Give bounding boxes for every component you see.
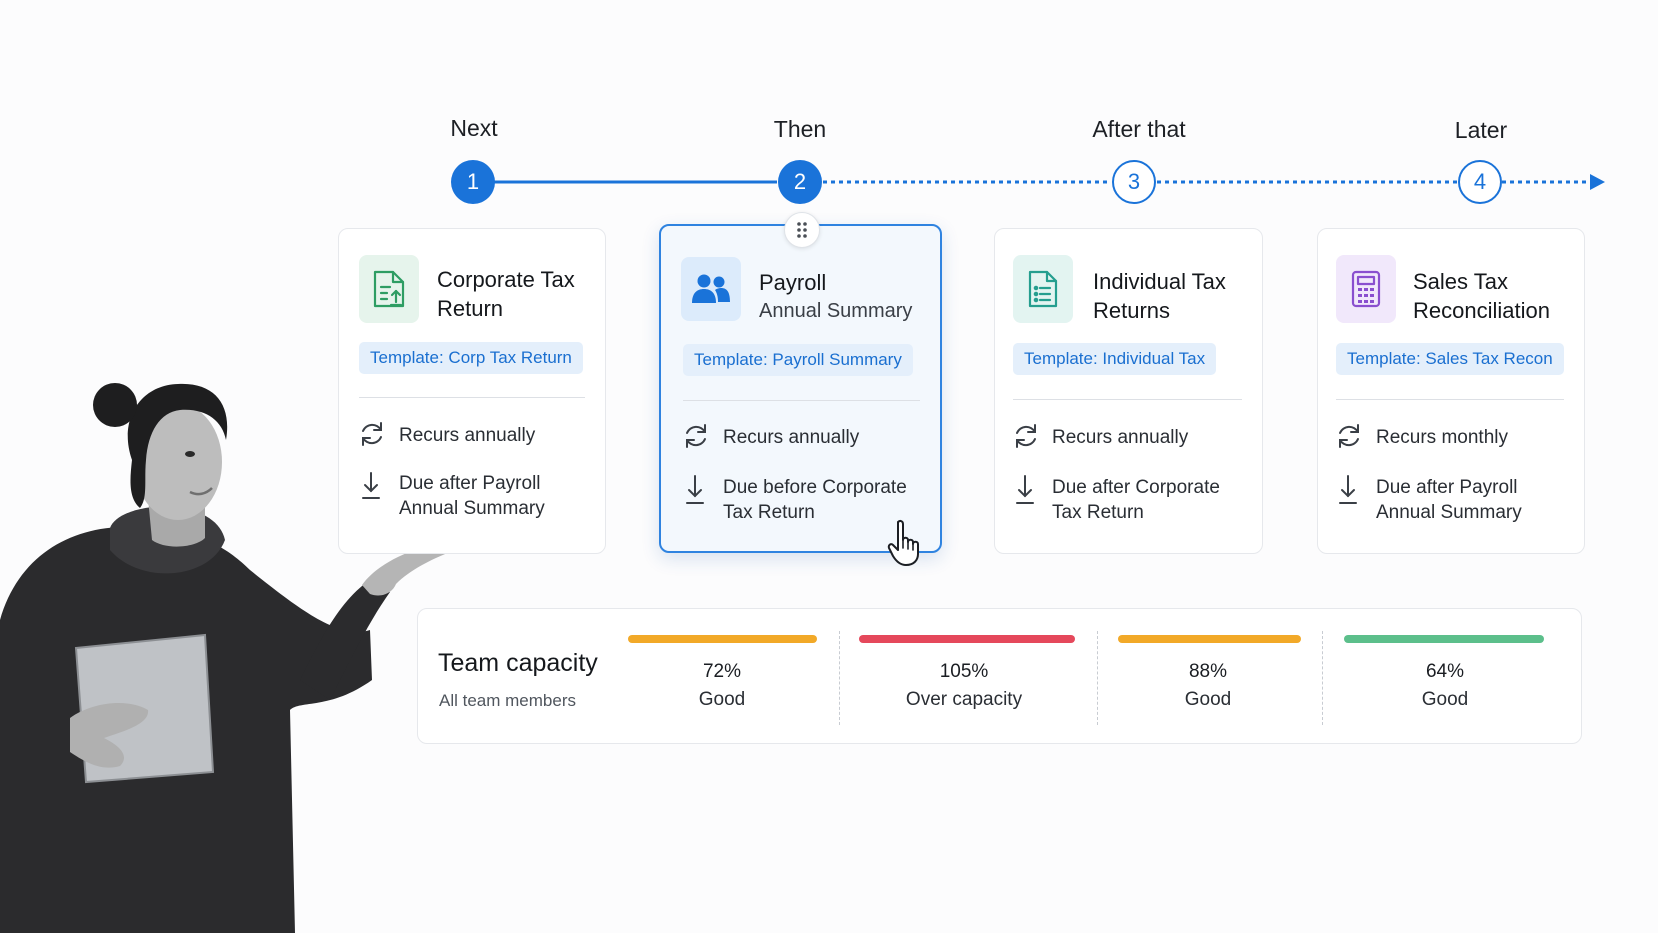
due-text-line1: Due before Corporate: [723, 477, 907, 498]
due-text: Due before Corporate Tax Return: [723, 475, 907, 525]
capacity-separator: [839, 631, 840, 725]
capacity-subtitle: All team members: [439, 691, 576, 710]
recurring-icon: [1339, 424, 1359, 448]
grip-dots-icon: [797, 222, 807, 238]
people-icon: [681, 257, 741, 321]
due-text-line1: Due after Payroll: [399, 473, 541, 494]
arrow-down-icon: [1016, 475, 1034, 504]
recurrence-text: Recurs annually: [399, 425, 536, 446]
due-text-line2: Tax Return: [723, 502, 815, 523]
step-label-after-that: After that: [1092, 116, 1186, 142]
capacity-status-3: Good: [1184, 689, 1232, 710]
step-label-later: Later: [1454, 117, 1508, 143]
arrow-right-icon: [1590, 174, 1605, 190]
recurrence-text: Recurs annually: [723, 427, 860, 448]
timeline-track: [473, 174, 1605, 190]
card-title-line1: Payroll: [759, 270, 827, 295]
due-text-line2: Tax Return: [1052, 502, 1144, 523]
task-card-individual-tax[interactable]: Individual Tax Returns Template: Individ…: [994, 228, 1263, 554]
capacity-bar-1: [628, 635, 817, 643]
card-title: Payroll Annual Summary: [759, 268, 929, 326]
drag-handle[interactable]: [784, 212, 820, 248]
due-text-line1: Due after Corporate: [1052, 477, 1220, 498]
step-2-marker[interactable]: 2: [778, 160, 822, 204]
arrow-down-icon: [686, 475, 704, 504]
team-capacity-panel: Team capacity All team members 72% Good …: [417, 608, 1582, 744]
card-divider: [1336, 399, 1564, 400]
arrow-down-icon: [362, 472, 380, 499]
step-1-marker[interactable]: 1: [451, 160, 495, 204]
capacity-percent-2: 105%: [939, 661, 989, 682]
hand-pointer-icon: [887, 519, 919, 566]
capacity-status-2: Over capacity: [905, 689, 1023, 710]
document-list-icon: [1013, 255, 1073, 323]
capacity-percent-3: 88%: [1188, 661, 1228, 682]
card-divider: [683, 400, 920, 401]
due-text: Due after Payroll Annual Summary: [399, 471, 545, 521]
template-chip[interactable]: Template: Corp Tax Return: [359, 342, 583, 374]
due-text-line2: Annual Summary: [399, 498, 545, 519]
recurring-icon: [1016, 424, 1036, 448]
capacity-percent-4: 64%: [1425, 661, 1465, 682]
card-title-line2: Return: [437, 296, 504, 321]
recurrence-text: Recurs annually: [1052, 427, 1189, 448]
card-divider: [359, 397, 585, 398]
card-subtitle: Annual Summary: [759, 300, 913, 322]
capacity-status-1: Good: [698, 689, 746, 710]
step-label-next: Next: [450, 115, 498, 141]
task-card-payroll[interactable]: Payroll Annual Summary Template: Payroll…: [659, 224, 942, 553]
capacity-status-4: Good: [1421, 689, 1469, 710]
card-title-line1: Sales Tax: [1413, 269, 1508, 294]
presenter-photo: [0, 383, 463, 933]
capacity-separator: [1097, 631, 1098, 725]
card-title: Individual Tax Returns: [1093, 267, 1253, 325]
card-title-line2: Returns: [1093, 298, 1171, 323]
arrow-down-icon: [1339, 475, 1357, 504]
capacity-bar-4: [1344, 635, 1544, 643]
step-label-then: Then: [773, 116, 827, 142]
card-title: Corporate Tax Return: [437, 265, 597, 323]
recurring-icon: [362, 422, 382, 446]
task-card-corporate-tax[interactable]: Corporate Tax Return Template: Corp Tax …: [338, 228, 606, 554]
recurring-icon: [686, 424, 706, 448]
card-title-line1: Individual Tax: [1093, 269, 1226, 294]
card-divider: [1013, 399, 1242, 400]
step-4-marker[interactable]: 4: [1458, 160, 1502, 204]
capacity-bar-3: [1118, 635, 1301, 643]
document-upload-icon: [359, 255, 419, 323]
task-card-sales-tax[interactable]: Sales Tax Reconciliation Template: Sales…: [1317, 228, 1585, 554]
due-text: Due after Payroll Annual Summary: [1376, 475, 1522, 525]
calculator-icon: [1336, 255, 1396, 323]
step-3-marker[interactable]: 3: [1112, 160, 1156, 204]
due-text-line2: Annual Summary: [1376, 502, 1522, 523]
card-title-line2: Reconciliation: [1413, 298, 1550, 323]
template-chip[interactable]: Template: Payroll Summary: [683, 344, 913, 376]
recurrence-text: Recurs monthly: [1376, 427, 1508, 448]
due-text: Due after Corporate Tax Return: [1052, 475, 1220, 525]
template-chip[interactable]: Template: Individual Tax: [1013, 343, 1217, 375]
capacity-title: Team capacity: [438, 649, 598, 677]
capacity-separator: [1322, 631, 1323, 725]
template-chip[interactable]: Template: Sales Tax Recon: [1336, 343, 1564, 375]
card-title-line1: Corporate Tax: [437, 267, 575, 292]
capacity-percent-1: 72%: [702, 661, 742, 682]
capacity-bar-2: [859, 635, 1075, 643]
card-title: Sales Tax Reconciliation: [1413, 267, 1578, 325]
due-text-line1: Due after Payroll: [1376, 477, 1518, 498]
